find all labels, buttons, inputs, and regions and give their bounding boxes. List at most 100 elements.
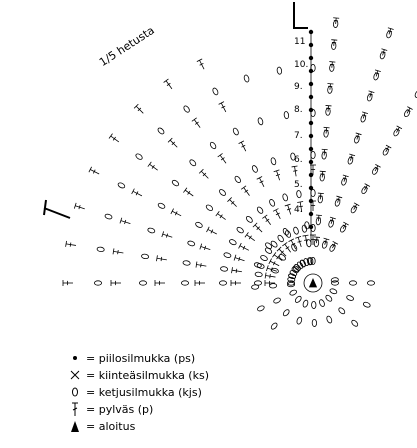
- treble-stitch: [234, 257, 245, 262]
- slip-stitch: [308, 146, 314, 152]
- legend-row-chain: = ketjusilmukka (kjs): [68, 384, 368, 401]
- chain-stitch: [282, 309, 290, 317]
- treble-bar: [256, 226, 260, 230]
- treble-stitch: [254, 224, 263, 233]
- chain-stitch: [291, 243, 298, 252]
- treble-bar: [112, 136, 116, 141]
- treble-top: [65, 240, 67, 247]
- treble-stitch: [278, 248, 287, 257]
- chain-stitch: [294, 264, 301, 271]
- chain-stitch: [270, 322, 278, 330]
- chain-stitch: [180, 280, 189, 286]
- chain-stitch: [141, 253, 150, 260]
- treble-top: [317, 192, 324, 195]
- treble-top: [319, 170, 326, 173]
- treble-bar: [381, 51, 386, 54]
- chain-stitch: [212, 87, 219, 96]
- treble-bar: [276, 255, 280, 260]
- treble-top: [368, 90, 375, 93]
- legend-text: = kiinteäsilmukka (ks): [86, 369, 209, 382]
- treble-bar: [204, 245, 207, 251]
- treble-bar: [219, 214, 223, 219]
- treble-bar: [374, 166, 379, 170]
- chain-stitch: [271, 267, 279, 274]
- chain-stitch: [338, 307, 346, 315]
- chain-stitch: [260, 255, 268, 261]
- treble-top: [198, 168, 204, 174]
- treble-bar: [269, 274, 271, 279]
- chain-stitch: [96, 246, 105, 253]
- chain-stitch: [257, 117, 264, 126]
- treble-bar: [202, 172, 207, 177]
- treble-stitch: [276, 170, 281, 181]
- slip-stitch: [308, 94, 314, 100]
- slip-stitch: [308, 211, 314, 217]
- treble-top: [256, 176, 263, 180]
- treble-bar: [174, 211, 178, 216]
- chain-stitch: [147, 227, 156, 234]
- treble-stitch: [217, 213, 226, 220]
- chain-stitch: [135, 153, 143, 160]
- treble-top: [329, 61, 336, 63]
- chain-stitch: [283, 111, 290, 120]
- chain-stitch: [277, 234, 284, 243]
- chain-stitch: [209, 141, 217, 150]
- chain-stitch: [308, 257, 314, 266]
- treble-top: [272, 208, 279, 212]
- crochet-chart: 4.5.6.7.8.9.10.11: [43, 2, 417, 330]
- treble-bar: [92, 169, 96, 174]
- chain-stitch: [278, 254, 286, 261]
- legend-text: = piilosilmukka (ps): [86, 352, 196, 365]
- treble-bar: [78, 205, 81, 210]
- chain-stitch: [138, 280, 147, 286]
- treble-bar: [220, 157, 225, 161]
- chain-stitch: [351, 319, 359, 327]
- dot-icon: [73, 356, 77, 360]
- treble-bar: [298, 205, 304, 208]
- treble-bar: [280, 250, 285, 255]
- row-number: 5.: [294, 180, 303, 190]
- treble-top: [331, 39, 338, 41]
- treble-top: [396, 125, 403, 130]
- treble-stitch: [165, 80, 173, 90]
- treble-top: [315, 214, 322, 216]
- treble-top: [268, 258, 272, 265]
- treble-top: [291, 165, 298, 168]
- treble-top: [73, 202, 77, 209]
- treble-bar: [187, 190, 191, 195]
- treble-bar: [286, 208, 292, 211]
- chain-stitch: [236, 226, 244, 234]
- treble-bar: [151, 164, 155, 169]
- treble-bar: [135, 191, 139, 196]
- treble-bar: [297, 240, 302, 243]
- start-triangle-mark: [308, 278, 318, 288]
- chain-stitch: [296, 190, 302, 199]
- treble-bar: [336, 198, 341, 201]
- treble-bar: [368, 93, 373, 96]
- treble-top: [163, 78, 169, 83]
- treble-top: [323, 126, 330, 129]
- chain-stitch: [218, 280, 227, 286]
- treble-bar: [353, 205, 358, 209]
- cross-icon: [70, 370, 80, 380]
- treble-top: [170, 208, 174, 215]
- chain-stitch: [245, 215, 253, 223]
- treble-top: [375, 163, 381, 168]
- chain-stitch: [269, 199, 276, 207]
- treble-bar: [117, 249, 119, 255]
- treble-bar: [244, 189, 249, 193]
- chain-stitch: [234, 175, 241, 184]
- slip-stitch: [308, 55, 314, 61]
- treble-top: [161, 231, 165, 238]
- round-start-marker: [293, 2, 308, 29]
- treble-top: [333, 17, 340, 19]
- chain-stitch: [287, 281, 296, 288]
- slip-stitch: [308, 81, 314, 87]
- treble-stitch: [66, 243, 77, 246]
- chain-stitch: [251, 284, 260, 290]
- row-number: 9.: [294, 82, 303, 92]
- treble-bar: [242, 245, 246, 250]
- treble-top: [273, 169, 280, 173]
- chain-stitch: [282, 228, 289, 236]
- row-number: 10.: [294, 60, 308, 70]
